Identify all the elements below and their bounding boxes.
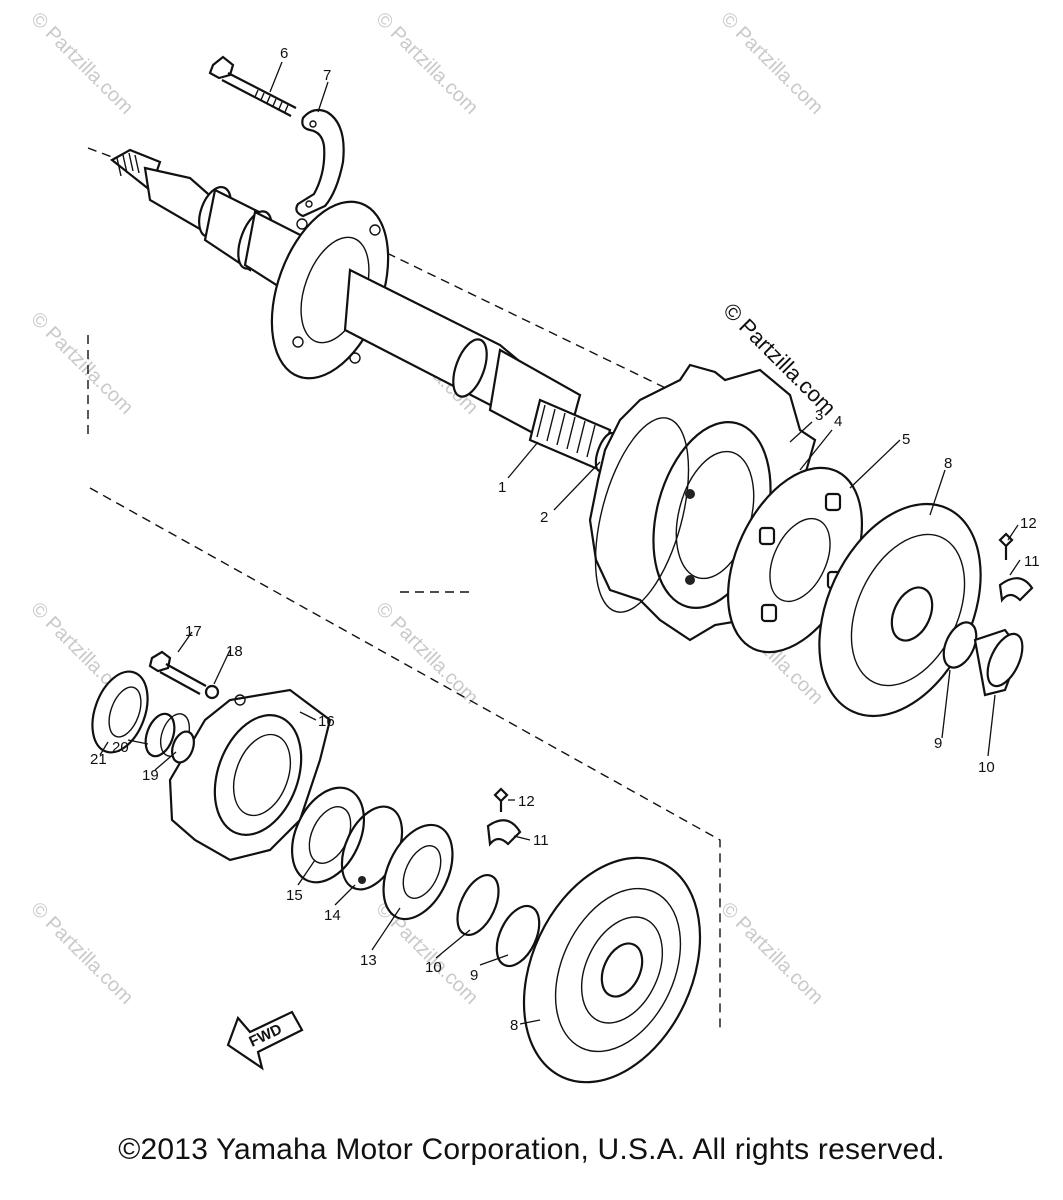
callout-8: 8 <box>944 455 952 472</box>
callout-9: 9 <box>934 735 942 752</box>
bearing-group-lower <box>456 787 541 968</box>
callout-2: 2 <box>540 509 548 526</box>
seal-part-13 <box>382 823 454 921</box>
callout-10-lower: 10 <box>425 959 442 976</box>
callout-14: 14 <box>324 907 341 924</box>
callout-1: 1 <box>498 479 506 496</box>
bearing-group-upper <box>942 532 1034 697</box>
bolt-part-17 <box>148 650 220 700</box>
callout-10: 10 <box>978 759 995 776</box>
callout-21: 21 <box>90 751 107 768</box>
assembly-lines <box>87 147 721 1030</box>
callout-11: 11 <box>1024 553 1040 570</box>
watermark: © Partzilla.com <box>371 8 482 119</box>
callouts: 6 7 1 2 3 4 5 8 12 11 9 10 17 18 16 21 2… <box>90 45 1040 1034</box>
callout-4: 4 <box>834 413 842 430</box>
callout-12-lower: 12 <box>518 793 535 810</box>
callout-11-lower: 11 <box>533 832 549 849</box>
callout-9-lower: 9 <box>470 967 478 984</box>
watermark: © Partzilla.com <box>26 898 137 1009</box>
callout-16: 16 <box>318 713 335 730</box>
callout-8-lower: 8 <box>510 1017 518 1034</box>
seal-part-21 <box>91 670 149 754</box>
callout-5: 5 <box>902 431 910 448</box>
wheel-part-8-lower <box>522 856 702 1084</box>
callout-19: 19 <box>142 767 159 784</box>
wheel-part-8-upper <box>818 502 982 718</box>
callout-12: 12 <box>1020 515 1037 532</box>
callout-20: 20 <box>112 739 129 756</box>
watermark: © Partzilla.com <box>371 598 482 709</box>
callout-15: 15 <box>286 887 303 904</box>
callout-7: 7 <box>323 67 331 84</box>
watermark: © Partzilla.com <box>26 308 137 419</box>
lock-plate-part-7 <box>295 108 345 218</box>
watermark: © Partzilla.com <box>716 8 827 119</box>
collar-part-20 <box>144 712 191 758</box>
ring-part-19 <box>171 730 195 764</box>
watermark: © Partzilla.com <box>26 8 137 119</box>
drive-shaft-part-1 <box>110 148 618 473</box>
watermark: © Partzilla.com <box>716 898 827 1009</box>
callout-13: 13 <box>360 952 377 969</box>
leader-lines <box>99 61 1021 1025</box>
bolt-part-6 <box>208 55 297 117</box>
callout-17: 17 <box>185 623 202 640</box>
callout-3: 3 <box>815 407 823 424</box>
callout-6: 6 <box>280 45 288 62</box>
fwd-arrow: FWD <box>226 1010 304 1071</box>
copyright-notice: ©2013 Yamaha Motor Corporation, U.S.A. A… <box>118 1133 945 1166</box>
callout-18: 18 <box>226 643 243 660</box>
